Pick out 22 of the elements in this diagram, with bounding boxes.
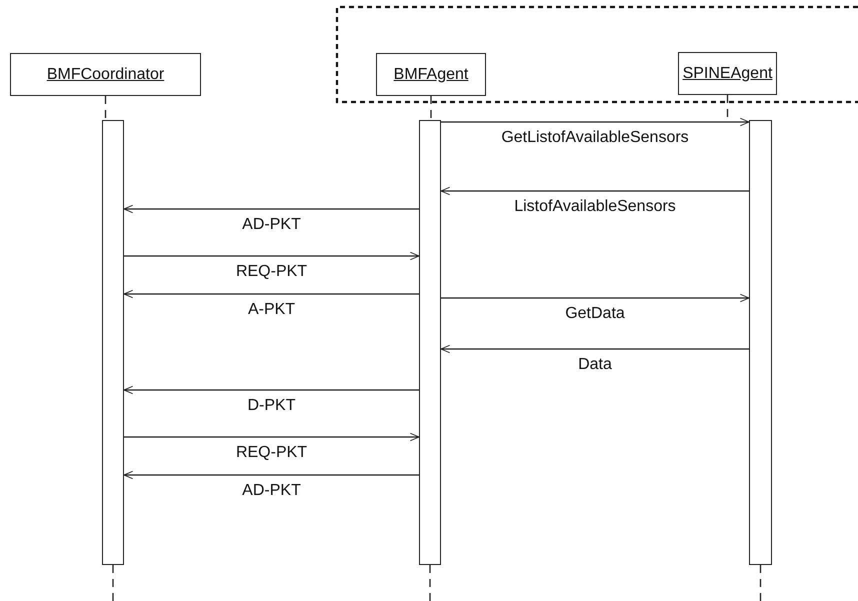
message-arrow — [124, 290, 419, 298]
lifeline — [429, 565, 431, 601]
message-arrow — [124, 470, 419, 480]
message-arrow — [124, 252, 420, 260]
lifeline — [430, 96, 432, 120]
activation-bar — [749, 120, 772, 565]
message-arrow — [124, 386, 419, 394]
lifeline — [112, 565, 114, 601]
message-arrow — [441, 294, 750, 302]
message-arrow — [440, 186, 749, 196]
message-arrow — [441, 118, 750, 126]
lifeline — [760, 565, 762, 601]
activation-bar — [102, 120, 124, 565]
message-arrow — [124, 432, 420, 442]
object-box: BMFCoordinator — [10, 53, 201, 96]
object-box: BMFAgent — [376, 53, 486, 96]
message-arrow — [124, 204, 419, 214]
message-arrow — [440, 344, 749, 354]
lifeline — [726, 95, 728, 120]
object-box: SPINEAgent — [678, 52, 777, 95]
lifeline — [104, 96, 106, 120]
activation-bar — [419, 120, 441, 565]
